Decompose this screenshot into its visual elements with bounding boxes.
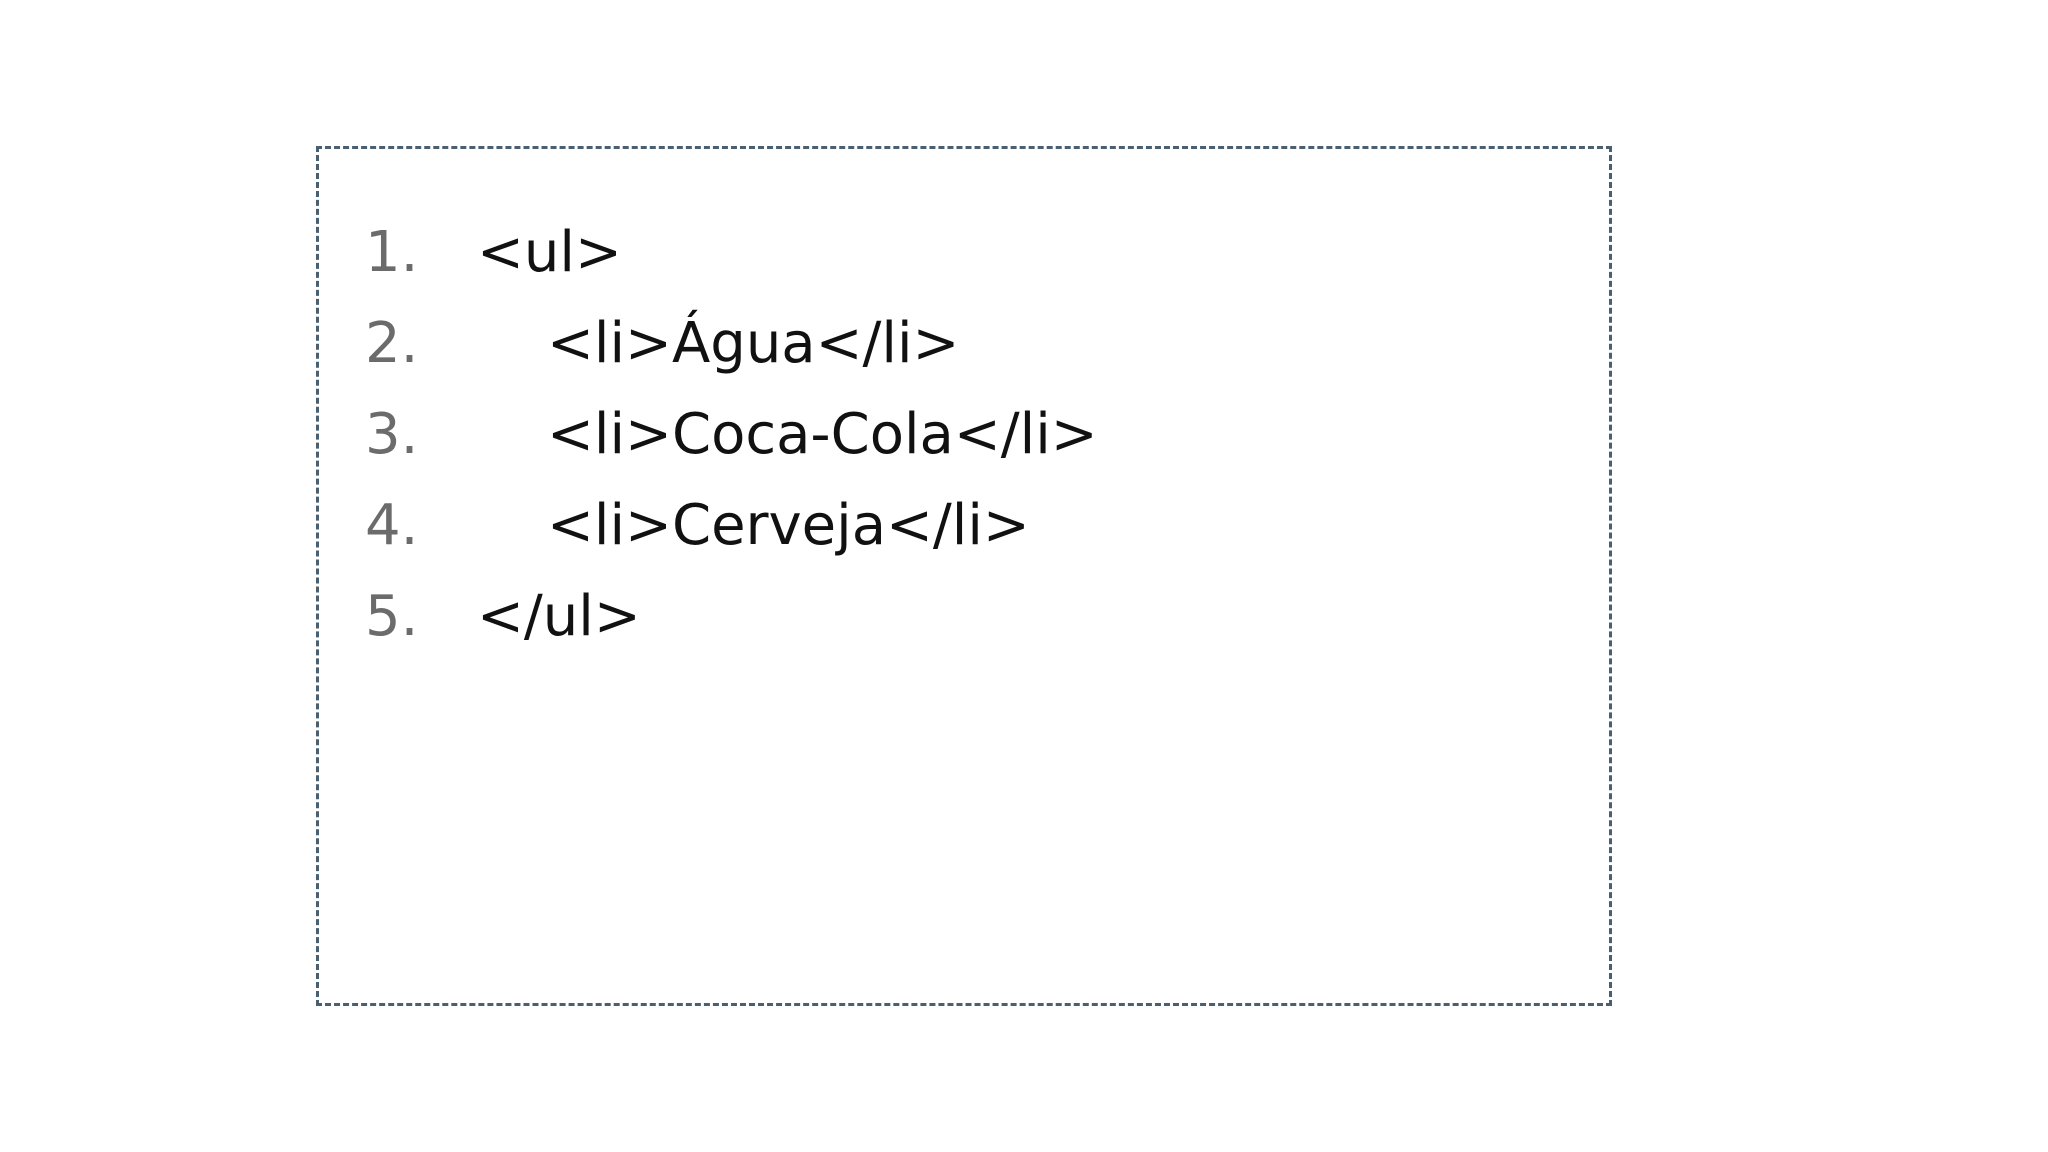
line-number: 5. bbox=[365, 584, 419, 649]
line-number: 2. bbox=[365, 311, 419, 376]
code-text: <ul> bbox=[477, 220, 622, 285]
code-text: <li>Cerveja</li> bbox=[547, 493, 1030, 558]
code-snippet-box: 1. <ul> 2. <li>Água</li> 3. <li>Coca-Col… bbox=[316, 146, 1612, 1006]
code-lines: 1. <ul> 2. <li>Água</li> 3. <li>Coca-Col… bbox=[365, 207, 1098, 662]
code-line-3: 3. <li>Coca-Cola</li> bbox=[365, 389, 1098, 480]
line-number: 4. bbox=[365, 493, 419, 558]
code-line-4: 4. <li>Cerveja</li> bbox=[365, 480, 1098, 571]
line-number: 3. bbox=[365, 402, 419, 467]
code-text: <li>Coca-Cola</li> bbox=[547, 402, 1098, 467]
code-text: <li>Água</li> bbox=[547, 311, 960, 376]
code-line-1: 1. <ul> bbox=[365, 207, 1098, 298]
code-line-2: 2. <li>Água</li> bbox=[365, 298, 1098, 389]
code-text: </ul> bbox=[477, 584, 641, 649]
code-line-5: 5. </ul> bbox=[365, 571, 1098, 662]
line-number: 1. bbox=[365, 220, 419, 285]
